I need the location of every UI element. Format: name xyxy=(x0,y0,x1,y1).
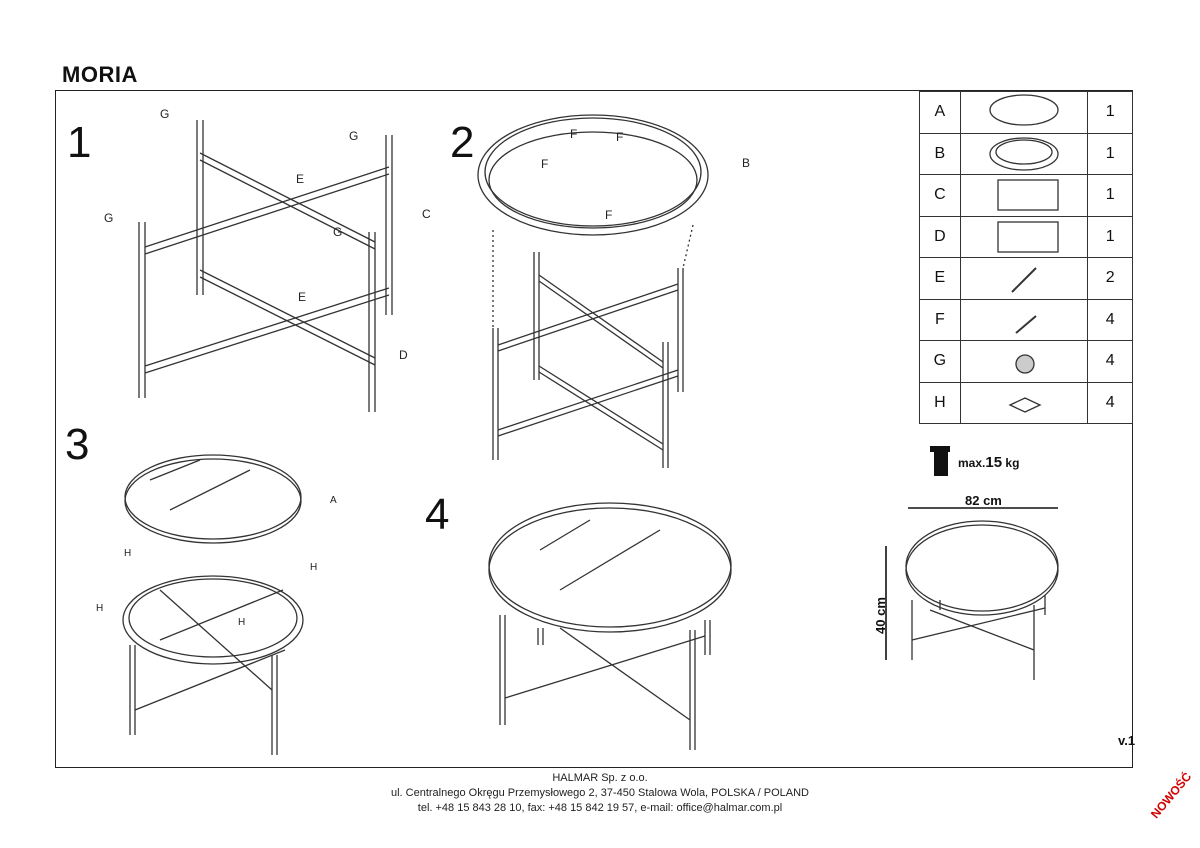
callout-g: G xyxy=(160,107,170,121)
part-letter: A xyxy=(919,91,961,134)
glass-top-icon xyxy=(959,91,1089,134)
part-qty: 2 xyxy=(1087,257,1133,300)
part-letter: C xyxy=(919,174,961,217)
part-qty: 1 xyxy=(1087,174,1133,217)
frame-c-icon xyxy=(959,174,1089,217)
document-title: MORIA xyxy=(62,62,138,87)
max-load-label: max.15 kg xyxy=(958,454,1019,471)
callout-g: G xyxy=(333,225,343,239)
max-load-unit: kg xyxy=(1005,456,1020,470)
callout-f: F xyxy=(605,208,613,222)
part-qty: 4 xyxy=(1087,381,1133,424)
callout-d: D xyxy=(399,348,408,362)
part-qty: 4 xyxy=(1087,340,1133,383)
instruction-frame xyxy=(55,90,1133,768)
callout-e: E xyxy=(298,290,307,304)
callout-c: C xyxy=(422,207,431,221)
height-dimension: 40 cm xyxy=(872,597,888,634)
callout-b: B xyxy=(742,156,751,170)
version-label: v.1 xyxy=(1118,733,1136,748)
step1-frame-drawing xyxy=(138,120,393,412)
part-letter: D xyxy=(919,215,961,258)
screw-long-icon xyxy=(959,257,1089,300)
callout-h: H xyxy=(238,617,246,628)
callout-f: F xyxy=(541,157,549,171)
callout-h: H xyxy=(124,548,132,559)
step2-tray-drawing xyxy=(477,114,709,468)
max-load-prefix: max. xyxy=(958,456,986,470)
step-3-number: 3 xyxy=(65,420,90,469)
part-qty: 1 xyxy=(1087,91,1133,134)
tray-ring-icon xyxy=(959,132,1089,175)
callout-h: H xyxy=(96,603,104,614)
max-load-value: 15 xyxy=(985,454,1003,471)
step-4-number: 4 xyxy=(425,490,450,539)
width-dimension: 82 cm xyxy=(965,493,1002,508)
company-address: ul. Centralnego Okręgu Przemysłowego 2, … xyxy=(390,787,809,799)
company-footer: HALMAR Sp. z o.o. ul. Centralnego Okręgu… xyxy=(0,771,1200,816)
step3-glass-drawing xyxy=(122,454,304,755)
weight-icon xyxy=(930,446,950,476)
part-letter: B xyxy=(919,132,961,175)
part-qty: 1 xyxy=(1087,132,1133,175)
callout-a: A xyxy=(330,495,337,506)
callout-e: E xyxy=(296,172,305,186)
foot-cap-icon xyxy=(959,340,1089,383)
callout-f: F xyxy=(616,130,624,144)
company-name: HALMAR Sp. z o.o. xyxy=(552,772,648,784)
part-letter: F xyxy=(919,298,961,341)
company-contact: tel. +48 15 843 28 10, fax: +48 15 842 1… xyxy=(417,802,783,814)
callout-h: H xyxy=(310,562,318,573)
part-qty: 4 xyxy=(1087,298,1133,341)
frame-d-icon xyxy=(959,215,1089,258)
screw-short-icon xyxy=(959,298,1089,341)
part-letter: G xyxy=(919,340,961,383)
part-letter: E xyxy=(919,257,961,300)
part-letter: H xyxy=(919,381,961,424)
pad-icon xyxy=(959,381,1089,424)
callout-g: G xyxy=(349,129,359,143)
dimension-table-drawing xyxy=(885,507,1059,680)
callout-g: G xyxy=(104,211,114,225)
step-1-number: 1 xyxy=(67,118,92,167)
step-2-number: 2 xyxy=(450,118,475,167)
part-qty: 1 xyxy=(1087,215,1133,258)
callout-f: F xyxy=(570,127,578,141)
step4-table-drawing xyxy=(488,502,732,750)
